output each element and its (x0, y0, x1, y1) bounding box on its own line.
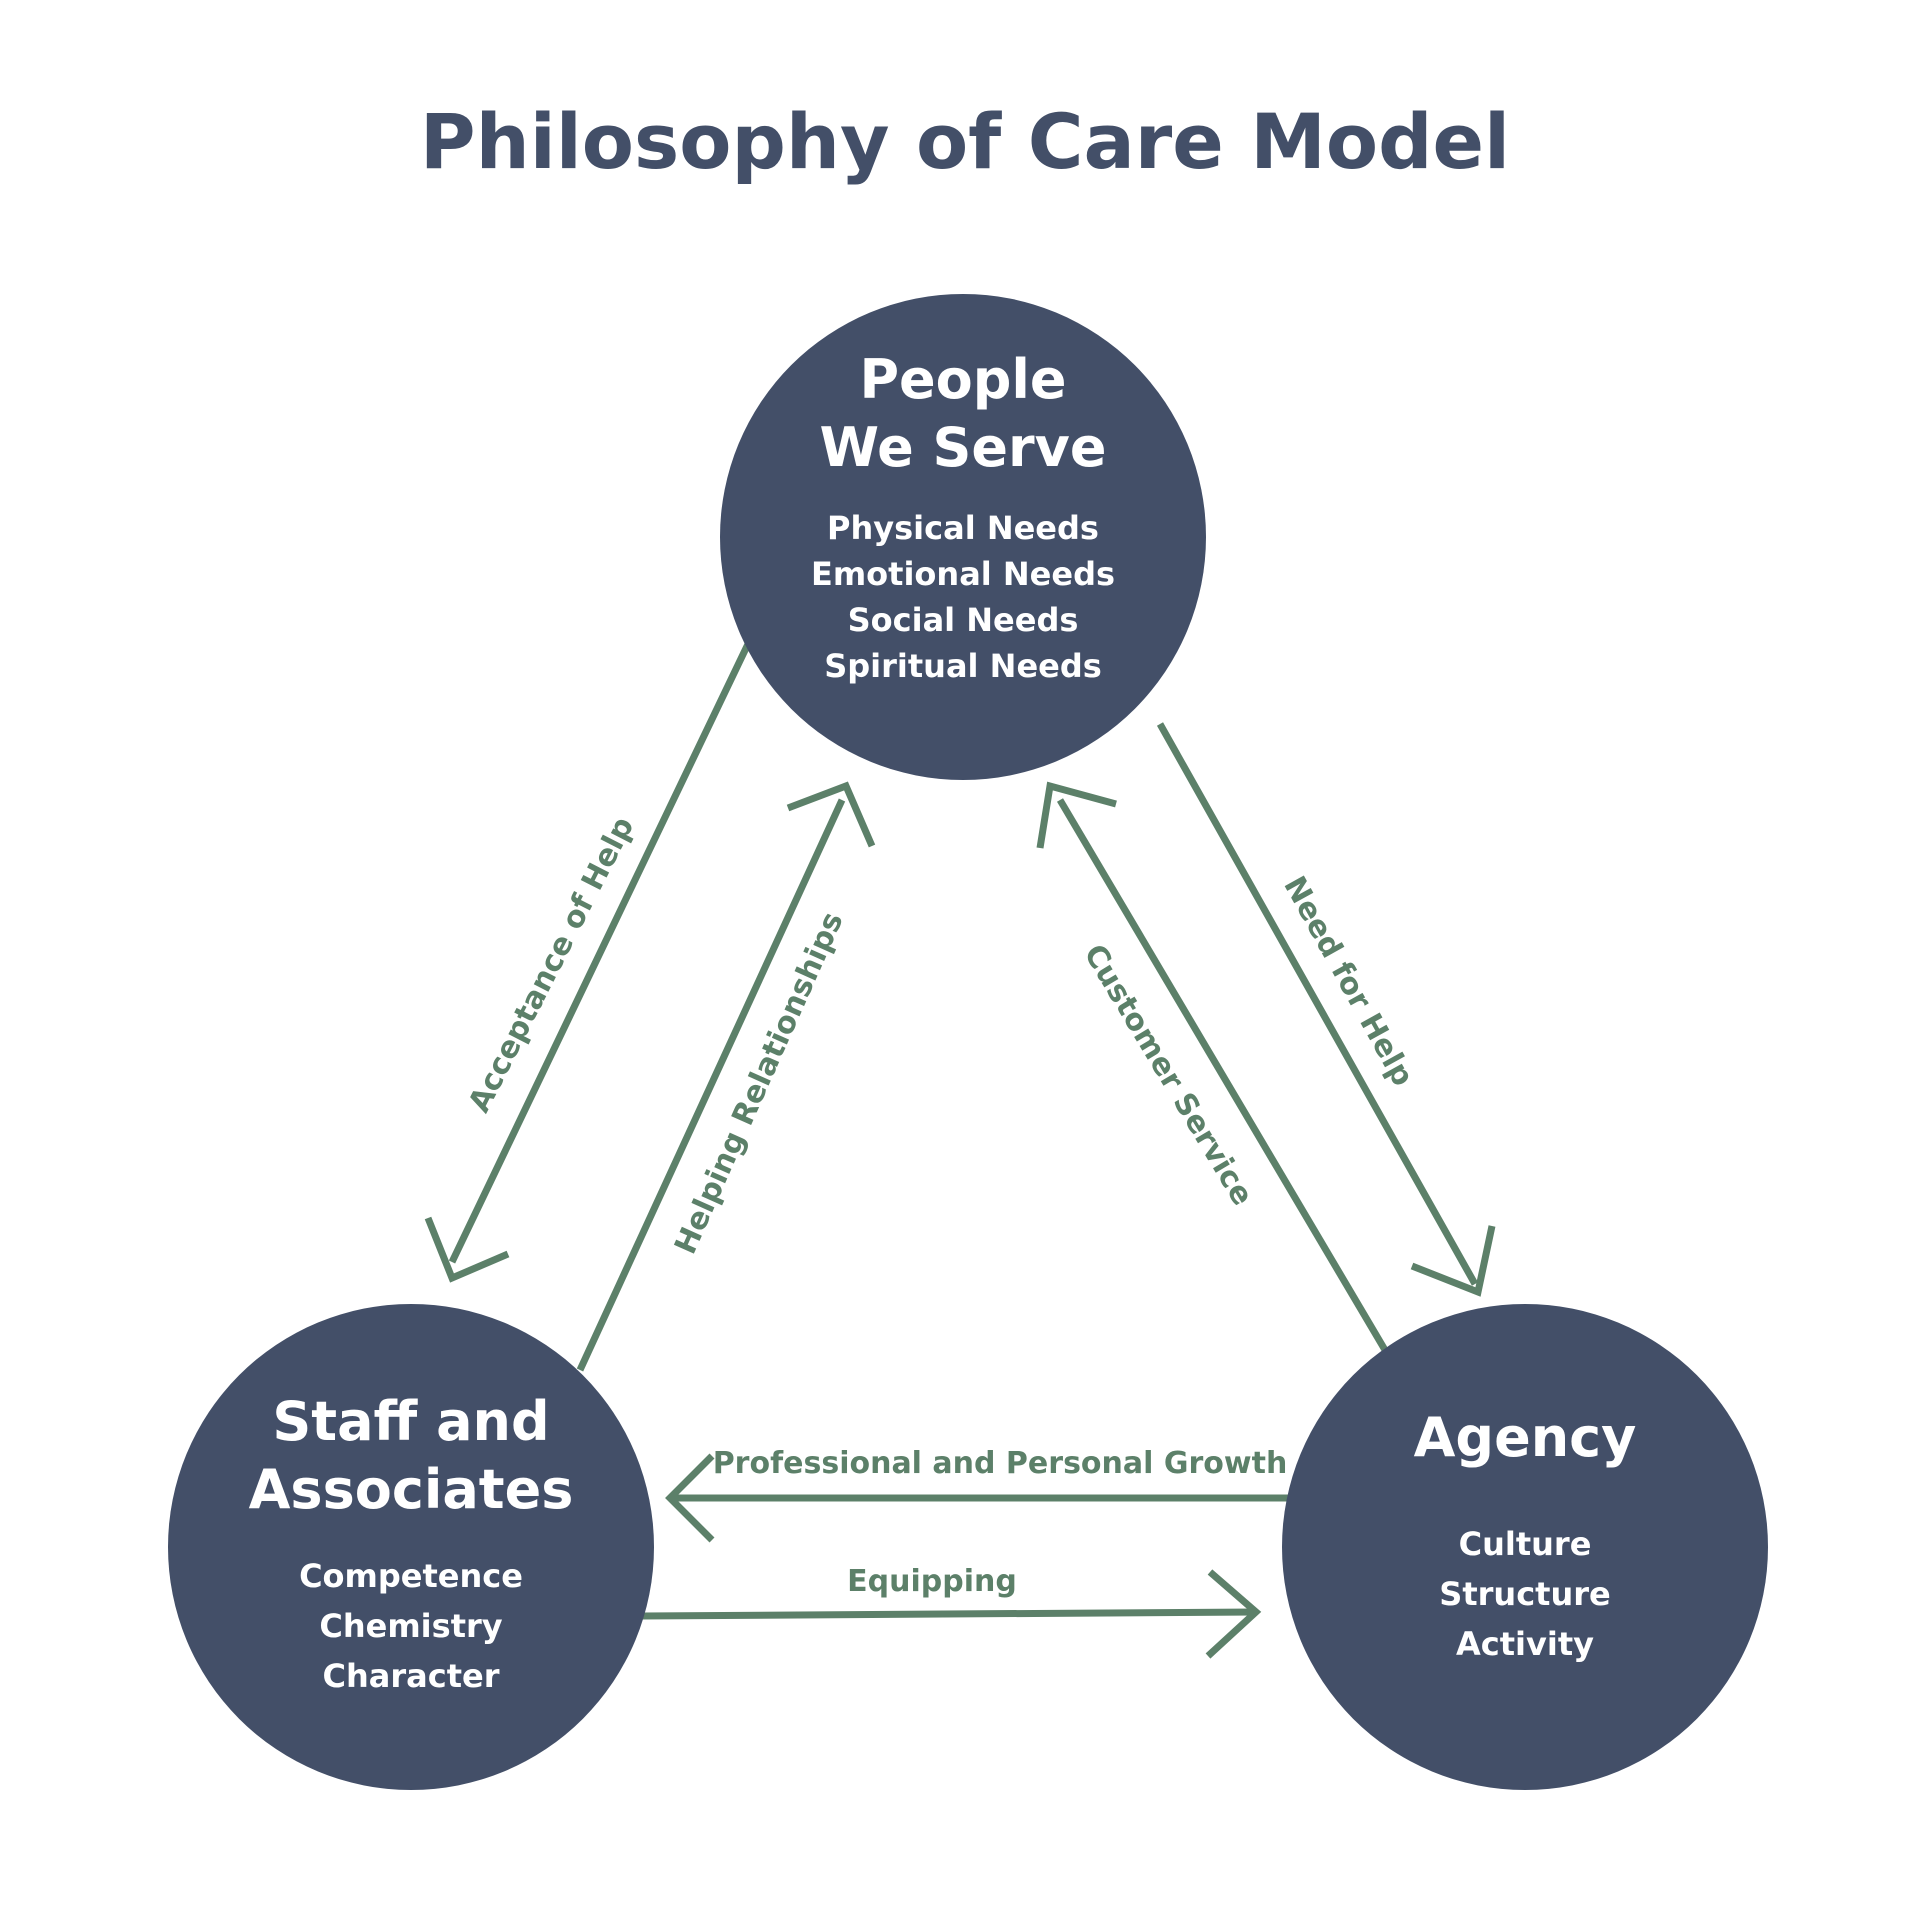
node-item: Emotional Needs (811, 555, 1115, 593)
page-title: Philosophy of Care Model (420, 97, 1510, 186)
edge-label-acceptance: Acceptance of Help (462, 811, 641, 1118)
arrow-equipping (641, 1569, 1262, 1659)
node-item: Chemistry (319, 1607, 502, 1645)
node-item: Activity (1456, 1625, 1594, 1663)
node-title-line: Staff and (272, 1390, 549, 1453)
node-item: Physical Needs (827, 509, 1099, 547)
node-agency: Agency Culture Structure Activity (1282, 1304, 1768, 1790)
arrow-customer-service (1036, 781, 1389, 1352)
node-item: Spiritual Needs (824, 647, 1102, 685)
node-title-line: Agency (1414, 1406, 1637, 1469)
node-item: Character (323, 1657, 500, 1695)
node-item: Culture (1459, 1525, 1592, 1563)
edge-label-helping: Helping Relationships (668, 907, 851, 1259)
node-title-line: Associates (249, 1458, 574, 1521)
node-staff-and-associates: Staff and Associates Competence Chemistr… (168, 1304, 654, 1790)
node-item: Social Needs (848, 601, 1079, 639)
node-title-line: People (859, 348, 1066, 411)
arrow-professional-growth (665, 1453, 1292, 1543)
node-item: Structure (1439, 1575, 1610, 1613)
edge-label-growth: Professional and Personal Growth (713, 1446, 1288, 1481)
arrow-helping-relationships (576, 781, 876, 1372)
node-title-line: We Serve (819, 416, 1106, 479)
arrow-acceptance-of-help (424, 642, 752, 1283)
arrow-need-for-help (1156, 722, 1496, 1297)
node-people-we-serve: People We Serve Physical Needs Emotional… (720, 294, 1206, 780)
node-item: Competence (299, 1557, 523, 1595)
edge-label-equipping: Equipping (847, 1564, 1017, 1599)
